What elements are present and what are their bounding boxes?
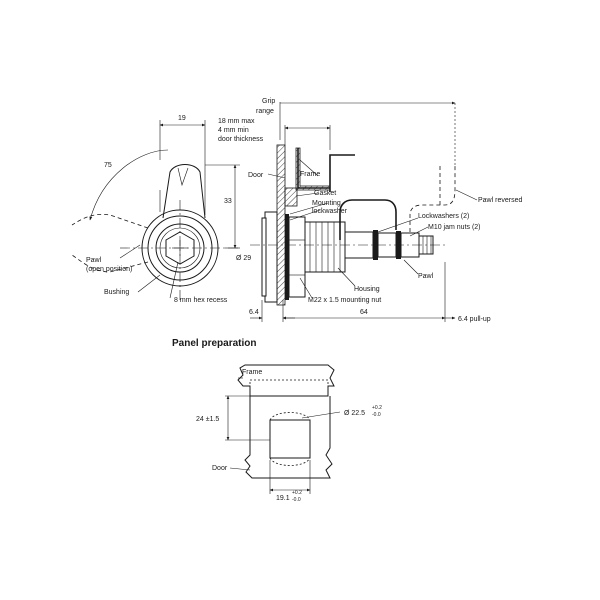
- panel-dim-height: 24 ±1.5: [196, 416, 219, 423]
- drawing-labels: Grip range 18 mm max 4 mm min door thick…: [86, 98, 522, 323]
- gasket: [284, 187, 298, 207]
- label-hex-recess: 8 mm hex recess: [174, 297, 228, 304]
- label-mounting-nut: M22 x 1.5 mounting nut: [308, 297, 381, 304]
- frame-profile: [297, 148, 330, 189]
- label-housing: Housing: [354, 286, 380, 293]
- label-grip-range-2: range: [256, 108, 274, 115]
- panel-title: Panel preparation: [172, 338, 256, 349]
- panel-dim-dia: Ø 22.5: [344, 410, 365, 417]
- label-dim-29: Ø 29: [236, 255, 251, 262]
- label-pawl: Pawl: [418, 273, 434, 280]
- label-pawl-open-1: Pawl: [86, 257, 102, 264]
- mounting-lockwasher: [285, 214, 289, 300]
- panel-label-frame: Frame: [242, 369, 262, 376]
- label-pawl-open-2: (open position): [86, 266, 132, 273]
- pawl-arm: [339, 199, 397, 240]
- panel-width-tol-upper: +0.2: [292, 490, 302, 496]
- label-bushing: Bushing: [104, 289, 129, 296]
- panel-dia-tol-lower: -0.0: [372, 412, 381, 418]
- panel-label-door: Door: [212, 465, 228, 472]
- label-mounting-lockwasher-1: Mounting: [312, 200, 341, 207]
- door-panel: [276, 144, 286, 306]
- housing: [304, 221, 346, 273]
- section-view: [250, 101, 478, 322]
- label-frame: Frame: [300, 171, 320, 178]
- label-gasket: Gasket: [314, 190, 336, 197]
- lockwashers: [373, 230, 378, 260]
- front-view: [71, 120, 240, 300]
- label-dim-6-4: 6.4: [249, 309, 259, 316]
- label-pull-up: 6.4 pull-up: [458, 316, 491, 323]
- label-door-thickness-1: 18 mm max: [218, 118, 255, 125]
- mounting-nut: [288, 216, 306, 298]
- label-dim-19: 19: [178, 115, 186, 122]
- label-door-thickness-3: door thickness: [218, 136, 264, 143]
- label-door-thickness-2: 4 mm min: [218, 127, 249, 134]
- pawl-reversed-outline: [409, 165, 456, 232]
- label-pawl-reversed: Pawl reversed: [478, 197, 522, 204]
- panel-preparation: Panel preparation 24 ±1.5 Ø 22.5 +0.2 -0…: [172, 338, 382, 503]
- label-lockwashers: Lockwashers (2): [418, 213, 469, 220]
- double-d-hole: [269, 419, 311, 459]
- label-dim-33: 33: [224, 198, 232, 205]
- label-mounting-lockwasher-2: lockwasher: [312, 208, 348, 215]
- label-dim-75: 75: [104, 162, 112, 169]
- label-dim-64: 64: [360, 309, 368, 316]
- label-jam-nuts: M10 jam nuts (2): [428, 224, 481, 231]
- label-door: Door: [248, 172, 264, 179]
- panel-width-tol-lower: -0.0: [292, 497, 301, 503]
- pawl-open-outline: [71, 213, 149, 273]
- label-grip-range-1: Grip: [262, 98, 275, 105]
- bushing-flange: [264, 211, 278, 303]
- panel-dia-tol-upper: +0.2: [372, 405, 382, 411]
- pawl-handle: [162, 164, 206, 219]
- panel-dim-width: 19.1: [276, 495, 290, 502]
- panel-door: [244, 396, 333, 479]
